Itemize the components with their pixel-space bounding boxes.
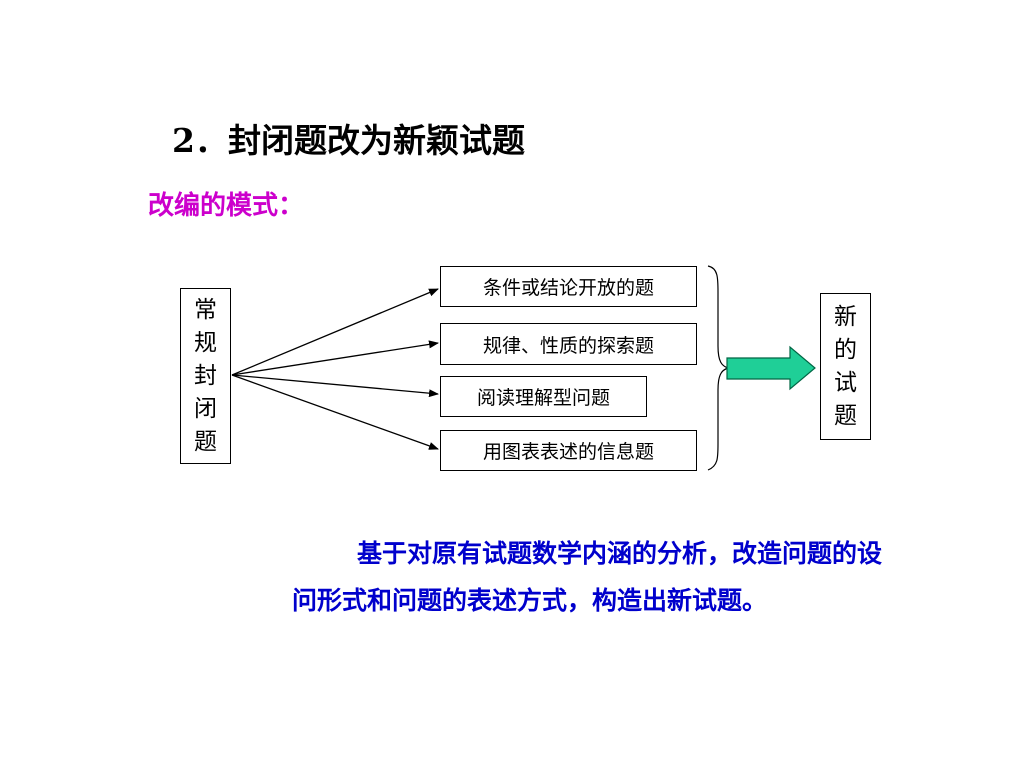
- section-subtitle: 改编的模式：: [148, 191, 305, 221]
- source-char: 题: [194, 428, 217, 455]
- source-char: 闭: [194, 395, 217, 422]
- item-box-explore-question: 规律、性质的探索题: [440, 323, 697, 365]
- connector-line-1: [231, 288, 439, 376]
- description-paragraph: 基于对原有试题数学内涵的分析，改造问题的设问形式和问题的表述方式，构造出新试题。: [292, 539, 883, 615]
- arrow-right-icon: [726, 345, 816, 391]
- page-title: 2．封闭题改为新颖试题: [172, 121, 525, 160]
- item-label: 条件或结论开放的题: [482, 277, 654, 299]
- item-label: 用图表表述的信息题: [482, 441, 654, 463]
- target-box: 新 的 试 题: [820, 293, 871, 440]
- source-char: 规: [194, 329, 217, 356]
- connector-line-3: [231, 374, 439, 398]
- target-char: 试: [834, 369, 857, 396]
- target-char: 题: [834, 402, 857, 429]
- item-label: 规律、性质的探索题: [482, 334, 654, 357]
- source-char: 封: [194, 362, 217, 389]
- target-char: 新: [834, 303, 857, 330]
- source-box: 常 规 封 闭 题: [180, 288, 231, 464]
- item-box-chart-question: 用图表表述的信息题: [440, 430, 697, 471]
- item-box-open-question: 条件或结论开放的题: [440, 266, 697, 307]
- right-brace: [707, 265, 730, 471]
- source-char: 常: [194, 296, 217, 323]
- item-label: 阅读理解型问题: [476, 387, 610, 409]
- connector-line-4: [231, 374, 439, 450]
- item-box-reading-question: 阅读理解型问题: [440, 376, 647, 417]
- target-char: 的: [834, 336, 857, 363]
- connector-line-2: [231, 340, 439, 376]
